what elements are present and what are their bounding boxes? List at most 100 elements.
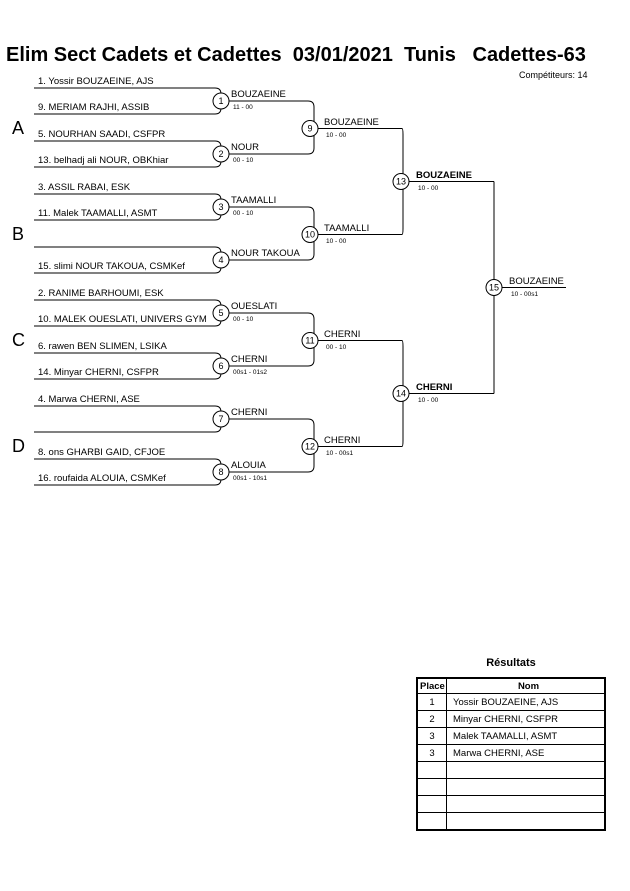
result-place: 3 xyxy=(416,727,447,745)
results-row xyxy=(416,761,606,779)
match-number-badge: 5 xyxy=(212,304,230,322)
match-number-badge: 3 xyxy=(212,198,230,216)
match-number: 5 xyxy=(218,308,223,318)
round1-winner: BOUZAEINE xyxy=(231,89,286,100)
round1-winner: NOUR TAKOUA xyxy=(231,248,300,259)
round1-winner: CHERNI xyxy=(231,354,268,365)
match-number-badge: 15 xyxy=(485,279,503,296)
round1-winner: ALOUIA xyxy=(231,460,266,471)
match-score: 00 - 10 xyxy=(233,316,254,323)
match-circle xyxy=(212,92,230,110)
match-circle xyxy=(392,385,410,402)
match-circle xyxy=(485,279,503,296)
match-score: 10 - 00s1 xyxy=(511,290,539,298)
results-header-row: Place Nom xyxy=(416,677,606,694)
match-number: 15 xyxy=(489,283,499,293)
match-number-badge: 2 xyxy=(212,145,230,163)
result-place xyxy=(416,778,447,796)
results-col-name: Nom xyxy=(446,677,606,694)
entrant-name: 11. Malek TAAMALLI, ASMT xyxy=(38,208,158,219)
entrant-name: 1. Yossir BOUZAEINE, AJS xyxy=(38,76,154,87)
pool-label-a: A xyxy=(12,118,25,138)
match-number: 3 xyxy=(218,202,223,212)
match-score: 11 - 00 xyxy=(233,104,253,111)
round2-winner: CHERNI xyxy=(324,434,361,446)
match-number: 6 xyxy=(218,361,223,371)
entrant-name: 9. MERIAM RAJHI, ASSIB xyxy=(38,102,150,113)
match-score: 10 - 00 xyxy=(418,396,439,404)
entrant-name: 5. NOURHAN SAADI, CSFPR xyxy=(38,129,166,140)
match-score: 00 - 10 xyxy=(326,343,347,351)
match-number: 13 xyxy=(396,177,406,187)
match-circle xyxy=(212,198,230,216)
result-name xyxy=(446,778,606,796)
match-number: 14 xyxy=(396,389,406,399)
match-number-badge: 1 xyxy=(212,92,230,110)
match-score: 10 - 00 xyxy=(326,131,347,139)
match-circle xyxy=(301,332,319,349)
match-score: 10 - 00s1 xyxy=(326,449,354,457)
match-circle xyxy=(212,463,230,481)
entrant-name: 4. Marwa CHERNI, ASE xyxy=(38,394,140,405)
match-score: 10 - 00 xyxy=(326,237,347,245)
match-score: 10 - 00 xyxy=(418,184,439,192)
match-number-badge: 11 xyxy=(301,332,319,349)
results-row xyxy=(416,778,606,796)
entrant-name: 10. MALEK OUESLATI, UNIVERS GYM xyxy=(38,314,207,325)
entrant-name: 8. ons GHARBI GAID, CFJOE xyxy=(38,447,166,458)
entrant-name: 15. slimi NOUR TAKOUA, CSMKef xyxy=(38,261,185,272)
results-col-place: Place xyxy=(416,677,447,694)
match-number: 1 xyxy=(218,96,223,106)
result-place xyxy=(416,761,447,779)
match-circle xyxy=(212,410,230,428)
match-number-badge: 9 xyxy=(301,120,319,137)
match-circle xyxy=(212,145,230,163)
match-number: 2 xyxy=(218,149,223,159)
result-place: 3 xyxy=(416,744,447,762)
result-name xyxy=(446,812,606,831)
match-circle xyxy=(301,438,319,455)
match-number: 11 xyxy=(305,336,314,346)
entrant-name: 6. rawen BEN SLIMEN, LSIKA xyxy=(38,341,167,352)
result-place: 2 xyxy=(416,710,447,728)
match-number-badge: 4 xyxy=(212,251,230,269)
match-number: 7 xyxy=(218,414,223,424)
entrant-name: 2. RANIME BARHOUMI, ESK xyxy=(38,288,164,299)
pool-label-d: D xyxy=(12,436,25,456)
match-score: 00 - 10 xyxy=(233,210,254,217)
match-number-badge: 13 xyxy=(392,173,410,190)
match-number-badge: 10 xyxy=(301,226,319,243)
match-score: 00s1 - 01s2 xyxy=(233,369,267,376)
result-name xyxy=(446,761,606,779)
page-title: Elim Sect Cadets et Cadettes 03/01/2021 … xyxy=(6,44,586,66)
entrant-name: 14. Minyar CHERNI, CSFPR xyxy=(38,367,159,378)
round3-winner: CHERNI xyxy=(416,381,453,393)
match-number-badge: 14 xyxy=(392,385,410,402)
result-place: 1 xyxy=(416,693,447,711)
final-winner: BOUZAEINE xyxy=(509,275,564,287)
match-circle xyxy=(392,173,410,190)
match-number-badge: 6 xyxy=(212,357,230,375)
match-score: 00s1 - 10s1 xyxy=(233,475,267,482)
match-circle xyxy=(212,251,230,269)
entrant-name: 16. roufaida ALOUIA, CSMKef xyxy=(38,473,166,484)
result-name: Marwa CHERNI, ASE xyxy=(446,744,606,762)
pool-label-c: C xyxy=(12,330,25,350)
match-number: 10 xyxy=(305,230,315,240)
match-number-badge: 7 xyxy=(212,410,230,428)
results-row xyxy=(416,795,606,813)
results-row xyxy=(416,812,606,831)
round1-winner: TAAMALLI xyxy=(231,195,277,206)
result-place xyxy=(416,812,447,831)
match-number-badge: 12 xyxy=(301,438,319,455)
round2-winner: CHERNI xyxy=(324,328,361,340)
match-score: 00 - 10 xyxy=(233,157,254,164)
round2-winner: BOUZAEINE xyxy=(324,116,379,128)
